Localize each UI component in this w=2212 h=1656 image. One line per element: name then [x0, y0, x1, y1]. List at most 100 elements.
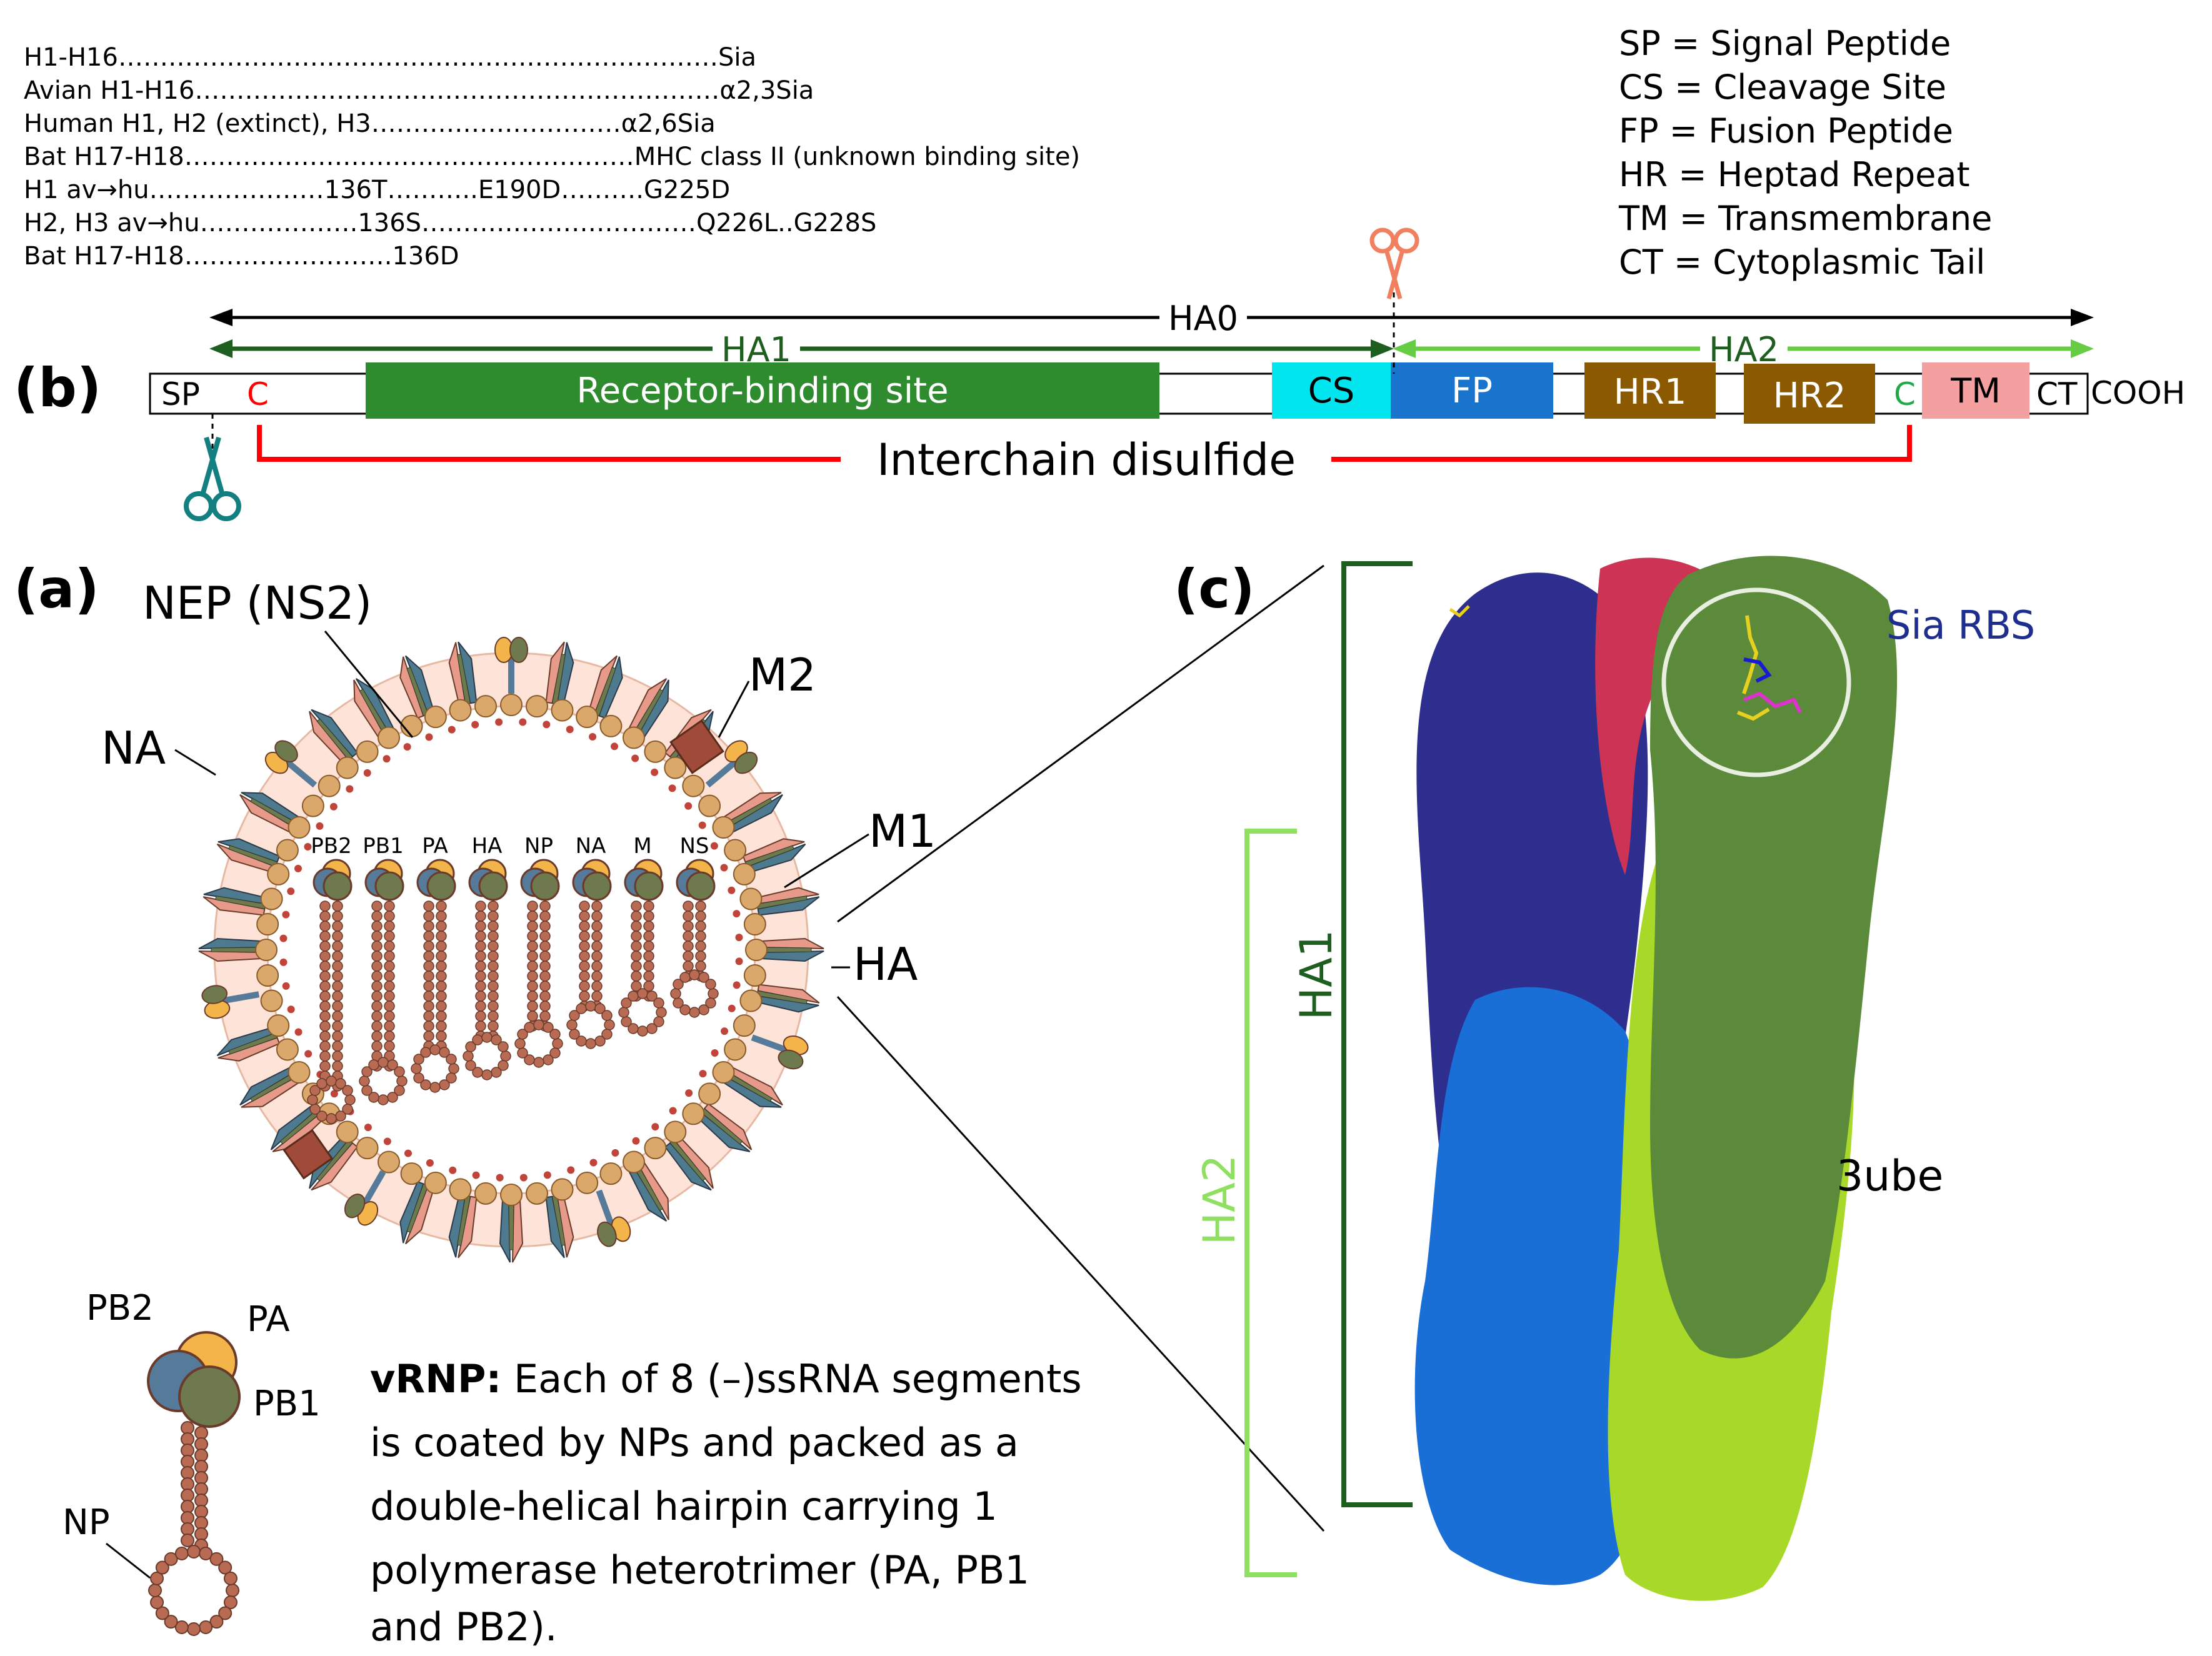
m1-bead [664, 1120, 687, 1144]
c-right-label: C [1894, 376, 1916, 412]
nep-dot [669, 1107, 677, 1115]
rbs-label: Receptor-binding site [576, 371, 948, 411]
np-bead [436, 960, 447, 972]
na-head [778, 1049, 804, 1070]
scissors-icon [1369, 227, 1419, 299]
nep-dot [363, 769, 371, 777]
np-bead [342, 1085, 353, 1096]
ha-monomer [311, 1142, 358, 1191]
np-bead [618, 1007, 629, 1018]
np-bead [488, 920, 499, 932]
np-bead [527, 1010, 538, 1022]
vrnp-title: vRNP: [370, 1356, 501, 1402]
ha-spike [203, 887, 268, 916]
np-bead [326, 1113, 337, 1124]
na-head [274, 740, 298, 763]
m1-bead [743, 964, 766, 987]
np-bead [319, 940, 331, 952]
np-bead [371, 900, 383, 912]
np-bead [332, 960, 343, 972]
np-bead [332, 1000, 343, 1012]
np-bead [689, 1007, 700, 1018]
np-bead [591, 940, 603, 952]
np-bead [683, 900, 694, 912]
np-bead [491, 1067, 502, 1078]
vrnp-model [147, 1331, 241, 1636]
ha-spike [448, 1194, 478, 1259]
m1-bead [623, 1150, 645, 1174]
m1-bead [724, 839, 747, 862]
np-bead [335, 1078, 346, 1089]
np-bead [148, 1584, 162, 1597]
np-bead [579, 960, 590, 972]
np-bead [319, 920, 331, 932]
np-bead [384, 1030, 395, 1042]
np-bead [549, 1029, 561, 1040]
np-bead [698, 1004, 709, 1015]
np-bead [387, 1092, 398, 1103]
np-bead [423, 940, 434, 952]
nep-dot [329, 802, 338, 811]
nep-dot [448, 726, 456, 734]
disulfide-label: Interchain disulfide [877, 434, 1296, 486]
np-bead [199, 1620, 213, 1634]
np-bead [631, 910, 642, 922]
nep-dot [728, 886, 736, 894]
np-bead [631, 970, 642, 982]
label-mask [1159, 299, 1247, 336]
cleavage-site-domain [1272, 362, 1391, 419]
na-stalk [596, 1189, 615, 1227]
panel-a-label: (a) [14, 558, 99, 621]
leader-line [174, 749, 216, 776]
np-bead [683, 920, 694, 932]
np-bead [319, 930, 331, 942]
np-bead [591, 960, 603, 972]
disulfide-bracket-right [1331, 425, 1912, 462]
np-bead [342, 1104, 353, 1115]
np-bead [371, 940, 383, 952]
np-bead [423, 950, 434, 962]
nep-dot [721, 1027, 729, 1035]
ha-label: HA [853, 938, 918, 990]
np-bead [226, 1584, 239, 1597]
m1-bead [724, 1038, 747, 1061]
np-bead [579, 980, 590, 992]
m1-bead [623, 726, 645, 749]
np-bead [514, 1038, 526, 1049]
segment-label: PB2 [311, 834, 351, 859]
np-bead [539, 1010, 551, 1022]
cs-label: CS [1308, 371, 1355, 411]
np-bead [319, 950, 331, 962]
np-bead [683, 930, 694, 942]
ha-monomer [458, 1195, 478, 1259]
np-bead [653, 997, 664, 1009]
leader-line [784, 833, 869, 889]
ha-spike [198, 937, 262, 962]
np-bead [150, 1571, 164, 1585]
np-bead [472, 1034, 483, 1045]
np-bead [705, 997, 716, 1009]
receptor-binding-site-domain [366, 362, 1159, 419]
np-bead [631, 900, 642, 912]
np-bead [199, 1547, 213, 1561]
m1-bead [525, 1182, 548, 1205]
np-bead [446, 1054, 457, 1065]
nep-label: NEP (NS2) [143, 577, 372, 629]
np-bead [601, 1010, 613, 1021]
np-bead [332, 980, 343, 992]
np-bead [643, 960, 654, 972]
table-line: H2, H3 av→hu……………….136S……………………………Q226L.… [24, 209, 876, 237]
m2-channel [283, 1129, 334, 1180]
legend-item: SP = Signal Peptide [1619, 24, 1951, 63]
ha-monomer [761, 937, 824, 949]
np-bead [223, 1595, 238, 1610]
ha1-bracket [1341, 561, 1413, 1507]
np-bead [643, 940, 654, 952]
nep-dot [346, 785, 354, 793]
ha-monomer [664, 1142, 712, 1191]
arrowhead-right [2071, 309, 2094, 326]
nep-dot [472, 1171, 480, 1179]
np-bead [683, 910, 694, 922]
